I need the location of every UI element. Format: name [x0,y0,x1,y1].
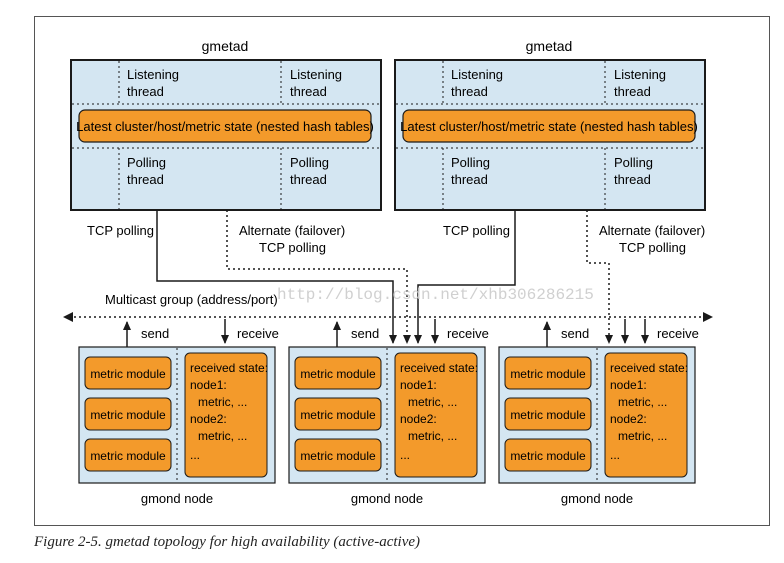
received-state: metric, ... [198,429,247,443]
alternate-label: TCP polling [259,240,326,255]
received-state: ... [610,448,620,462]
state-hash-tables [402,109,696,143]
alternate-label: Alternate (failover) [239,223,345,238]
gmetad-1: gmetad Listening thread Listening thread… [70,38,382,211]
listening-thread-label: Listening [127,67,179,82]
tcp-polling-label: TCP polling [443,223,510,238]
received-state: node1: [190,378,227,392]
gmond-node-title: gmond node [351,491,423,506]
polling-connections [156,210,613,344]
received-state: node2: [190,412,227,426]
gmetad-2-title: gmetad [526,38,573,54]
received-state: received state: [610,361,688,375]
metric-module: metric module [90,367,166,381]
polling-thread-label: thread [614,172,651,187]
metric-module: metric module [90,449,166,463]
metric-module: metric module [300,367,376,381]
received-state: received state: [190,361,268,375]
gmond-node-title: gmond node [561,491,633,506]
metric-module: metric module [510,367,586,381]
alternate-label: Alternate (failover) [599,223,705,238]
received-state: ... [190,448,200,462]
polling-thread-label: Polling [451,155,490,170]
received-state: metric, ... [408,395,457,409]
gmond-node-3: metric module metric module metric modul… [498,346,696,506]
gmond-node-title: gmond node [141,491,213,506]
multicast-label: Multicast group (address/port) [105,292,278,307]
send-receive-arrows [123,319,649,347]
metric-module: metric module [510,449,586,463]
send-label: send [351,326,379,341]
polling-thread-label: thread [290,172,327,187]
send-label: send [141,326,169,341]
gmetad-2: gmetad Listening thread Listening thread… [394,38,706,211]
listening-thread-label: Listening [451,67,503,82]
metric-module: metric module [300,408,376,422]
received-state: node2: [610,412,647,426]
watermark: http://blog.csdn.net/xhb306286215 [277,286,594,304]
polling-thread-label: Polling [614,155,653,170]
figure-caption: Figure 2-5. gmetad topology for high ava… [34,534,421,550]
state-label: Latest cluster/host/metric state (nested… [76,119,374,134]
listening-thread-label: thread [127,84,164,99]
received-state: received state: [400,361,478,375]
received-state: metric, ... [618,429,667,443]
listening-thread-label: thread [290,84,327,99]
received-state: node1: [610,378,647,392]
receive-label: receive [657,326,699,341]
received-state: node2: [400,412,437,426]
listening-thread-label: Listening [290,67,342,82]
tcp-polling-label: TCP polling [87,223,154,238]
topology-diagram: gmetad Listening thread Listening thread… [63,38,713,506]
state-hash-tables [78,109,372,143]
received-state: ... [400,448,410,462]
alternate-label: TCP polling [619,240,686,255]
received-state: node1: [400,378,437,392]
listening-thread-label: thread [614,84,651,99]
listening-thread-label: Listening [614,67,666,82]
polling-thread-label: thread [127,172,164,187]
polling-thread-label: Polling [290,155,329,170]
polling-thread-label: Polling [127,155,166,170]
gmond-node-1: metric module metric module metric modul… [78,346,276,506]
figure-frame: gmetad Listening thread Listening thread… [34,16,770,526]
metric-module: metric module [510,408,586,422]
received-state: metric, ... [408,429,457,443]
received-state: metric, ... [618,395,667,409]
receive-label: receive [237,326,279,341]
send-label: send [561,326,589,341]
listening-thread-label: thread [451,84,488,99]
gmond-node-2: metric module metric module metric modul… [288,346,486,506]
gmetad-1-title: gmetad [202,38,249,54]
metric-module: metric module [90,408,166,422]
metric-module: metric module [300,449,376,463]
polling-thread-label: thread [451,172,488,187]
state-label: Latest cluster/host/metric state (nested… [400,119,698,134]
received-state: metric, ... [198,395,247,409]
receive-label: receive [447,326,489,341]
